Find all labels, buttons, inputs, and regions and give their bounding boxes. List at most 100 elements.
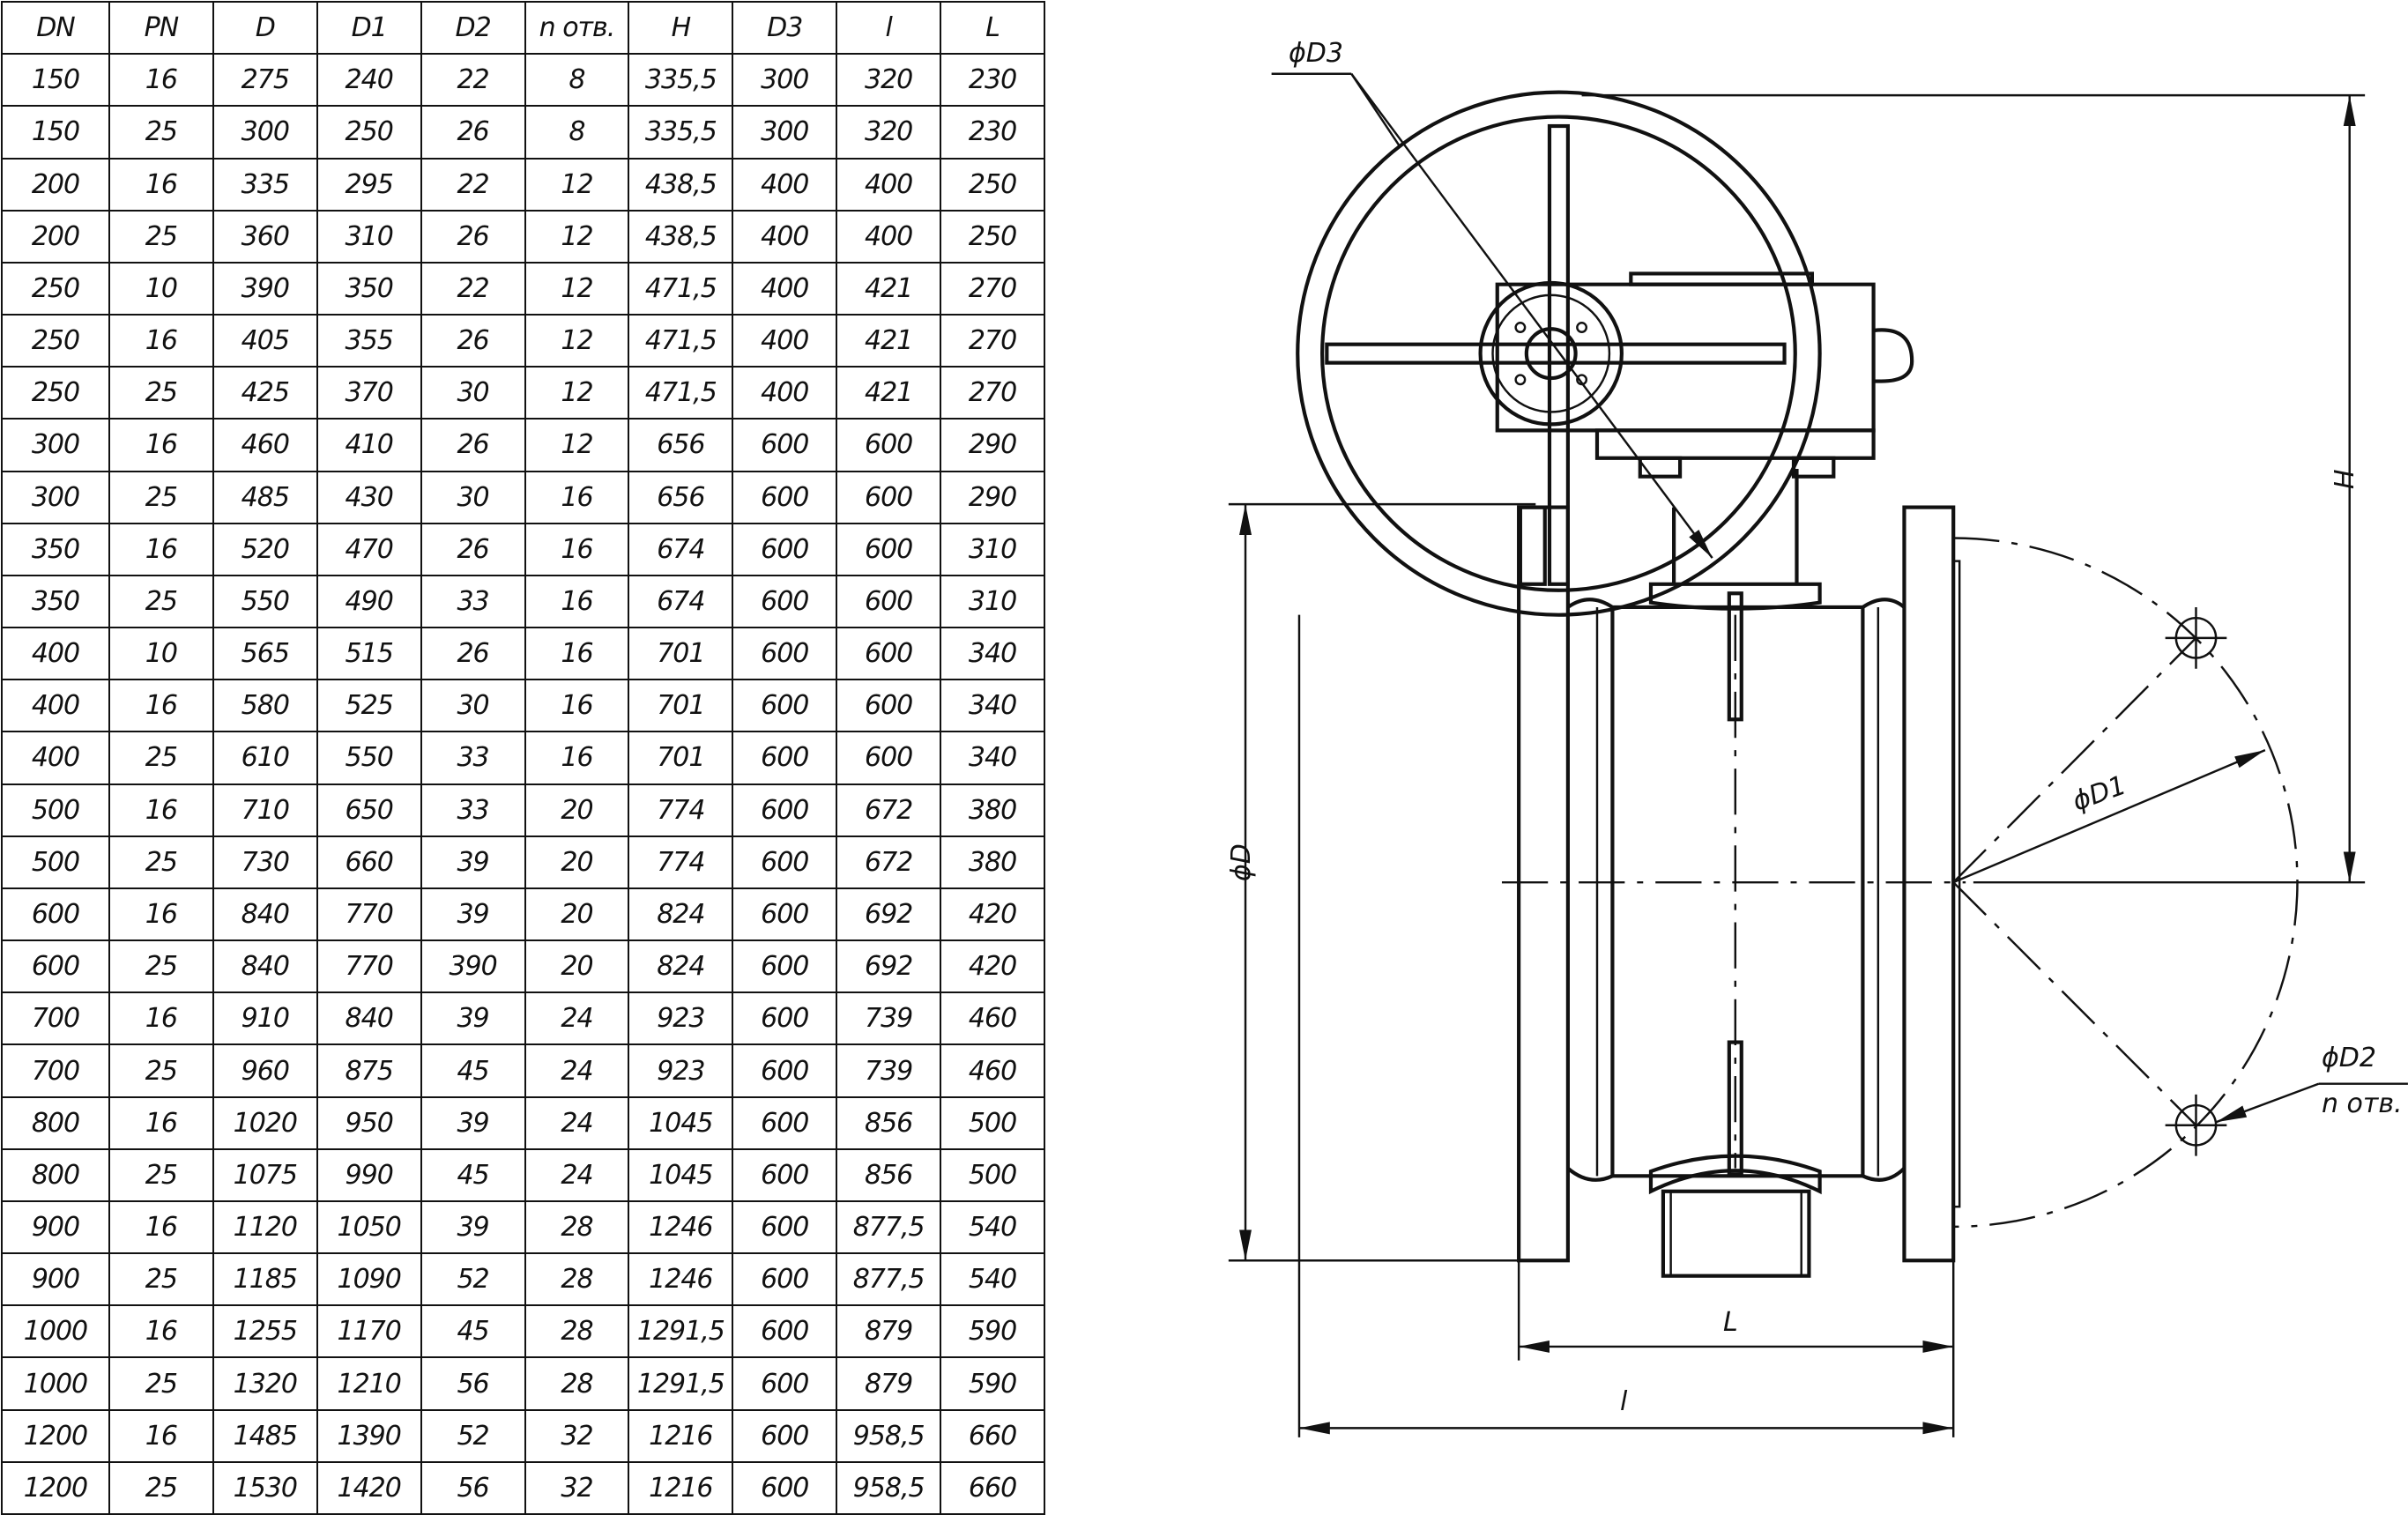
table-cell: 701 [628,679,734,733]
table-cell: 471,5 [628,366,734,420]
table-cell: 370 [316,366,422,420]
table-cell: 12 [524,418,630,472]
table-cell: 600 [732,1252,838,1307]
table-cell: 672 [836,783,942,837]
table-cell: 33 [420,731,526,785]
table-cell: 656 [628,470,734,524]
table-cell: 500 [1,783,110,837]
table-cell: 390 [420,939,526,994]
table-cell: 600 [732,991,838,1046]
table-cell: 950 [316,1095,422,1150]
table-cell: 660 [940,1408,1045,1463]
table-cell: 600 [732,887,838,942]
table-cell: 600 [836,627,942,681]
table-cell: 958,5 [836,1460,942,1515]
table-cell: 600 [732,1408,838,1463]
table-cell: 25 [108,1147,214,1202]
column-header: H [628,0,734,56]
table-cell: 250 [1,314,110,368]
table-cell: 1485 [212,1408,318,1463]
table-cell: 1216 [628,1460,734,1515]
table-cell: 500 [940,1095,1045,1150]
table-cell: 16 [108,1408,214,1463]
table-cell: 420 [940,887,1045,942]
label-h: H [2330,469,2360,489]
table-cell: 430 [316,470,422,524]
table-cell: 485 [212,470,318,524]
table-cell: 25 [108,1252,214,1307]
table-cell: 380 [940,835,1045,889]
table-cell: 16 [108,522,214,576]
table-cell: 340 [940,627,1045,681]
table-cell: 515 [316,627,422,681]
table-cell: 701 [628,627,734,681]
table-cell: 701 [628,731,734,785]
table-cell: 270 [940,261,1045,316]
table-cell: 400 [1,627,110,681]
table-cell: 1000 [1,1356,110,1411]
table-cell: 660 [940,1460,1045,1515]
table-cell: 879 [836,1304,942,1359]
table-cell: 471,5 [628,314,734,368]
table-cell: 400 [1,679,110,733]
table-cell: 16 [108,783,214,837]
table-cell: 600 [732,418,838,472]
table-cell: 471,5 [628,261,734,316]
table-cell: 39 [420,887,526,942]
table-cell: 335,5 [628,53,734,108]
table-cell: 421 [836,314,942,368]
table-cell: 28 [524,1356,630,1411]
table-cell: 600 [836,679,942,733]
table-cell: 840 [212,887,318,942]
table-cell: 739 [836,991,942,1046]
gearbox [1478,271,1914,479]
table-cell: 1120 [212,1199,318,1255]
table-cell: 730 [212,835,318,889]
table-cell: 550 [212,574,318,629]
table-cell: 600 [732,731,838,785]
table-cell: 25 [108,1043,214,1098]
table-cell: 610 [212,731,318,785]
table-cell: 1050 [316,1199,422,1255]
table-cell: 1045 [628,1147,734,1202]
table-cell: 910 [212,991,318,1046]
table-cell: 12 [524,261,630,316]
table-cell: 856 [836,1095,942,1150]
table-cell: 990 [316,1147,422,1202]
table-cell: 52 [420,1252,526,1307]
table-cell: 840 [316,991,422,1046]
table-cell: 26 [420,105,526,160]
table-cell: 16 [524,731,630,785]
table-cell: 420 [940,939,1045,994]
table-cell: 250 [940,157,1045,212]
table-cell: 400 [1,731,110,785]
table-cell: 400 [836,157,942,212]
table-cell: 12 [524,314,630,368]
table-cell: 600 [732,939,838,994]
table-cell: 250 [940,209,1045,264]
table-cell: 16 [108,1199,214,1255]
table-cell: 1246 [628,1252,734,1307]
table-cell: 438,5 [628,157,734,212]
table-cell: 600 [732,1043,838,1098]
table-cell: 660 [316,835,422,889]
table-cell: 300 [732,53,838,108]
table-cell: 600 [732,627,838,681]
table-cell: 39 [420,835,526,889]
table-cell: 1090 [316,1252,422,1307]
table-cell: 350 [316,261,422,316]
table-cell: 1185 [212,1252,318,1307]
table-cell: 16 [108,157,214,212]
table-cell: 460 [940,1043,1045,1098]
